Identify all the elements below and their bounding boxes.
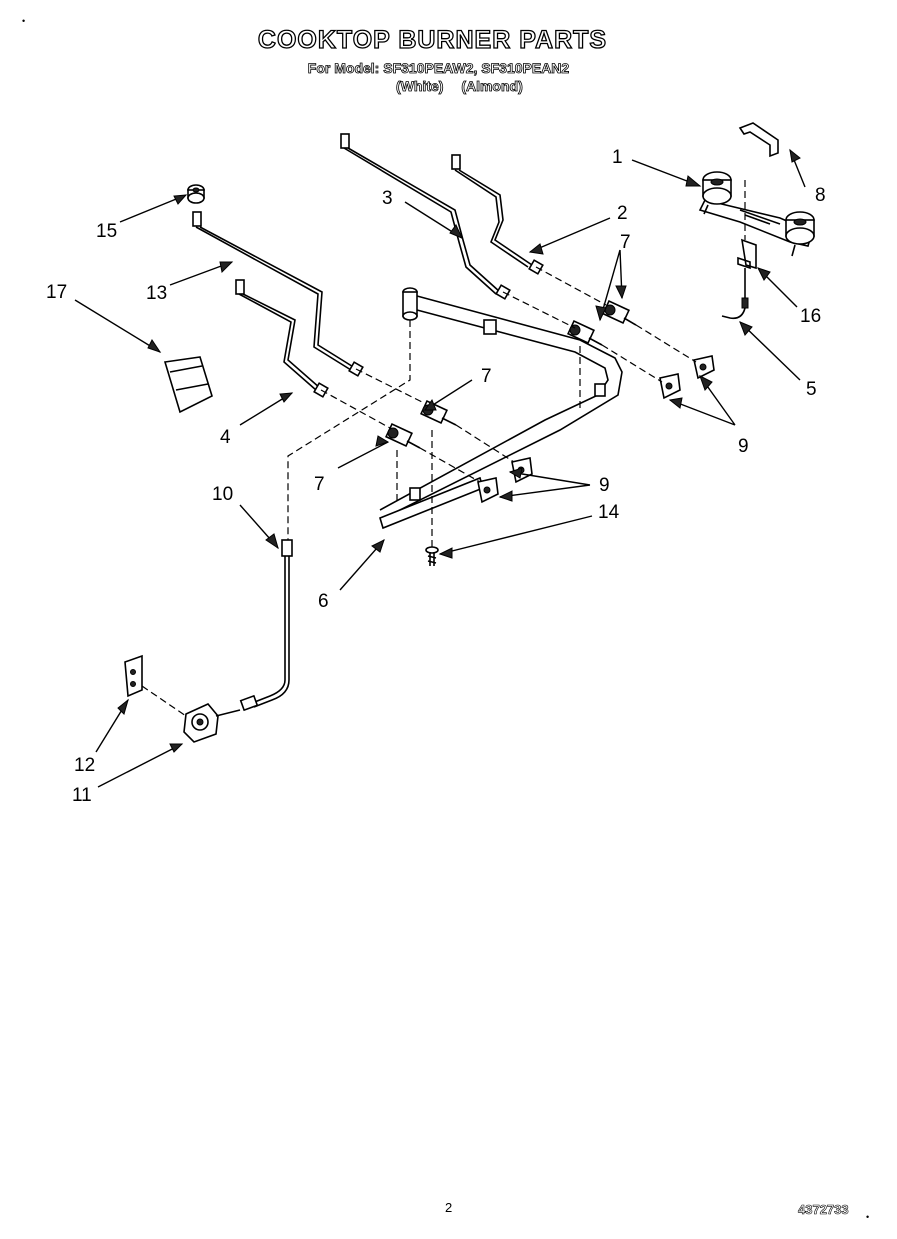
callout-10: 10 (212, 484, 233, 505)
callout-6: 6 (318, 591, 329, 612)
callout-1: 1 (612, 147, 623, 168)
arrowheads (117, 148, 801, 753)
callout-16: 16 (800, 306, 821, 327)
valve-clip-rear-right (693, 355, 715, 380)
document-number: 4372733 (798, 1202, 849, 1218)
burner-valve-front-left (385, 422, 421, 449)
burner-tube-13 (192, 211, 364, 377)
page-number: 2 (445, 1200, 453, 1215)
callout-15: 15 (96, 221, 117, 242)
callout-7-rear: 7 (620, 232, 631, 253)
burner-valve-rear-right (602, 299, 637, 326)
callout-8: 8 (815, 185, 826, 206)
corner-mark: • (22, 16, 26, 26)
burner-tube-2 (451, 154, 544, 275)
callout-14: 14 (598, 502, 620, 523)
callout-12: 12 (74, 755, 95, 776)
color-variants: (White) (Almond) (396, 78, 524, 95)
burner-valve-front-right (420, 399, 457, 426)
burner-bracket (738, 122, 779, 158)
mounting-screw (425, 546, 439, 566)
ignition-clip (737, 238, 757, 300)
callout-7-front-left: 7 (314, 474, 325, 495)
fitting-nut (187, 184, 205, 204)
model-line: For Model: SF310PEAW2, SF310PEAN2 (307, 60, 570, 77)
heat-shield (163, 356, 213, 414)
callout-9-rear: 9 (738, 436, 749, 457)
page-title: COOKTOP BURNER PARTS (257, 25, 608, 54)
gas-manifold (379, 287, 623, 530)
valve-clip-front-left (477, 477, 499, 504)
callout-3: 3 (382, 188, 393, 209)
callout-2: 2 (617, 203, 628, 224)
callout-11: 11 (72, 785, 92, 806)
footer-mark: • (866, 1212, 870, 1222)
top-burner-assembly (698, 171, 815, 257)
callout-17: 17 (46, 282, 67, 303)
callout-9-front: 9 (599, 475, 610, 496)
gas-supply-tube (239, 539, 293, 712)
callout-5: 5 (806, 379, 817, 400)
callout-7-front-right: 7 (481, 366, 492, 387)
callout-13: 13 (146, 283, 167, 304)
spark-electrode (721, 297, 749, 320)
callout-labels: 1 2 3 4 5 6 7 7 7 8 9 9 10 11 12 13 14 1… (46, 147, 826, 806)
leader-lines (74, 149, 806, 788)
assembly-guide-lines (141, 180, 746, 717)
regulator-bracket (124, 654, 143, 698)
callout-4: 4 (220, 427, 231, 448)
burner-valve-rear-left (567, 319, 603, 346)
burner-tube-3 (340, 133, 511, 300)
valve-clip-rear-left (659, 373, 681, 400)
pressure-regulator (183, 703, 241, 743)
